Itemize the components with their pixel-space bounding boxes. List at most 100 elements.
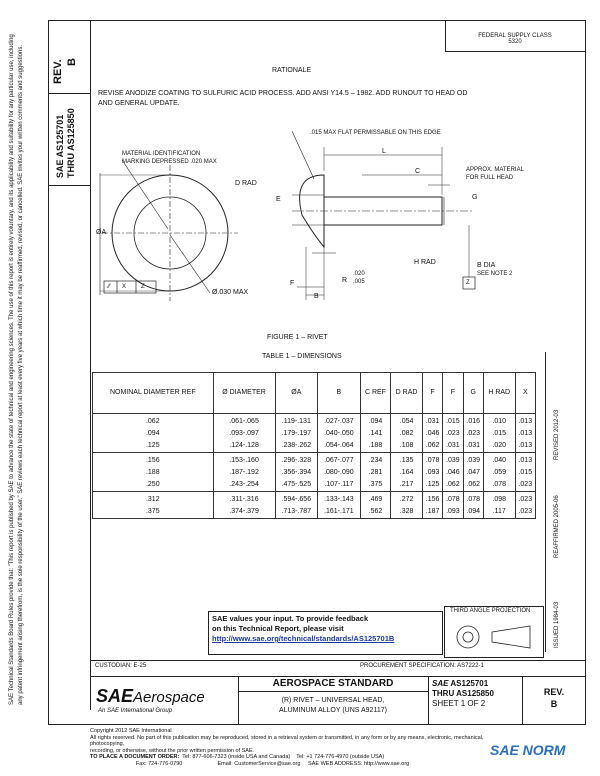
logo-tagline: An SAE International Group <box>98 708 173 714</box>
table-cell: .135 .164 .217 <box>390 452 423 492</box>
feedback-box <box>208 611 443 655</box>
table-cell: .156 .188 .250 <box>92 452 214 492</box>
table-row: .156 .188 .250.153-.160 .187-.192 .243-.… <box>92 452 537 492</box>
left-margin-note: SAE Technical Standards Board Rules prov… <box>9 34 24 705</box>
table-cell: .094 .141 .188 <box>359 413 392 453</box>
table-cell: .013 .015 .023 <box>514 452 537 492</box>
leader-flat <box>291 130 315 180</box>
table-cell: .296-.328 .356-.394 .475-.525 <box>274 452 319 492</box>
leader-material <box>121 159 169 230</box>
revised-date: REVISED 2012-03 <box>554 409 560 460</box>
label-l: L <box>382 148 386 155</box>
rivet-drawing <box>99 130 476 301</box>
label-b: B <box>314 293 319 300</box>
left-column-divider <box>90 20 91 710</box>
table-cell: .062 .094 .125 <box>92 413 214 453</box>
label-h-rad: H RAD <box>414 259 436 266</box>
fcf-symbol: ⁄⁄ <box>108 284 111 290</box>
table-cell: .311-.316 .374-.379 <box>212 491 276 519</box>
title-rev: REV. B <box>543 687 565 709</box>
page-frame <box>48 20 586 725</box>
table-header-cell: B <box>317 372 361 414</box>
table-cell: .010 .015 .020 <box>482 413 516 453</box>
label-dia-030: Ø.030 MAX <box>212 289 249 296</box>
table-cell: .031 .046 .062 <box>421 413 444 453</box>
fcf-x: X <box>122 284 127 290</box>
table-cell: .039 .047 .062 <box>462 452 484 492</box>
label-datum-z: Z <box>466 280 470 286</box>
table-row: .062 .094 .125.061-.065 .093-.097 .124-.… <box>92 413 537 453</box>
table-header-cell: F <box>421 372 444 414</box>
third-angle-box <box>444 606 544 658</box>
feedback-text: SAE values your input. To provide feedba… <box>212 614 395 643</box>
table-header-cell: C REF <box>359 372 392 414</box>
table-cell: .078 .093 .125 <box>421 452 444 492</box>
table-cell: .098 .117 <box>482 491 516 519</box>
right-margin-divider <box>545 352 546 652</box>
table-cell: .015 .023 .031 <box>442 413 464 453</box>
label-f: F <box>290 280 295 287</box>
table-cell: .040 .059 .078 <box>482 452 516 492</box>
table-cell: .469 .562 <box>359 491 392 519</box>
label-e: E <box>276 196 281 203</box>
header-sae-logo: SAE AS125701 <box>55 114 65 178</box>
federal-supply-class: FEDERAL SUPPLY CLASS 5320 <box>478 33 552 45</box>
fcf-z: Z <box>141 284 145 290</box>
table-cell: .054 .082 .108 <box>390 413 423 453</box>
label-g: G <box>472 194 478 201</box>
reaffirmed-date: REAFFIRMED 2005-06 <box>554 495 560 558</box>
table-cell: .039 .046 .062 <box>442 452 464 492</box>
table-cell: .027-.037 .040-.050 .054-.064 <box>317 413 361 453</box>
label-flat: .015 MAX FLAT PERMISSABLE ON THIS EDGE <box>310 130 441 136</box>
table-cell: .234 .281 .375 <box>359 452 392 492</box>
table-cell: .016 .023 .031 <box>462 413 484 453</box>
custodian-divider <box>90 660 586 661</box>
title-block-top <box>90 676 586 677</box>
rivet-head-profile <box>299 174 325 249</box>
table-header-cell: D RAD <box>390 372 423 414</box>
third-angle-symbol <box>456 625 531 649</box>
standard-title: AEROSPACE STANDARD <box>272 678 394 689</box>
label-b-dia: B DIA <box>477 262 496 269</box>
table-cell: .156 .187 <box>421 491 444 519</box>
fcf-box <box>103 280 157 294</box>
federal-supply-box <box>445 20 586 52</box>
table-cell: .078 .094 <box>462 491 484 519</box>
table-header-cell: Ø DIAMETER <box>212 372 276 414</box>
rationale-text: REVISE ANODIZE COATING TO SULFURIC ACID … <box>98 90 468 107</box>
footer-text: Copyright 2012 SAE International All rig… <box>90 728 484 767</box>
table-cell: .119-.131 .179-.197 .238-.262 <box>274 413 319 453</box>
label-r-values: .020.005 <box>353 271 365 285</box>
table-cell: .067-.077 .080-.090 .107-.117 <box>317 452 361 492</box>
leader-030 <box>169 234 211 294</box>
header-rev-label: REV. <box>52 59 64 84</box>
table-cell: .061-.065 .093-.097 .124-.128 <box>212 413 276 453</box>
table-header-cell: X <box>514 372 537 414</box>
label-c: C <box>415 168 421 175</box>
figure-caption: FIGURE 1 – RIVET <box>267 334 328 341</box>
table-header-cell: F <box>442 372 464 414</box>
label-see-note: SEE NOTE 2 <box>477 271 513 277</box>
standard-description: (R) RIVET – UNIVERSAL HEAD, ALUMINUM ALL… <box>279 697 387 714</box>
custodian: CUSTODIAN: E-25 <box>95 663 147 669</box>
rev-divider <box>48 93 90 94</box>
feedback-link[interactable]: http://www.sae.org/technical/standards/A… <box>212 634 395 643</box>
table-cell: .133-.143 .161-.171 <box>317 491 361 519</box>
table-cell: .078 .093 <box>442 491 464 519</box>
header-doc-numbers: THRU AS125850 <box>66 108 76 178</box>
label-d-rad: D RAD <box>235 180 257 187</box>
label-dia-a: ØA <box>96 229 107 236</box>
sae-norm-watermark: SAE NORM <box>490 742 566 758</box>
table-cell: .312 .375 <box>92 491 214 519</box>
third-angle-label: THIRD ANGLE PROJECTION <box>450 608 531 614</box>
sae-aerospace-logo: SAEAerospace <box>96 686 205 706</box>
table-cell: .594-.656 .713-.787 <box>274 491 319 519</box>
table-cell: .153-.160 .187-.192 .243-.254 <box>212 452 276 492</box>
table-header-cell: G <box>462 372 484 414</box>
table-header-cell: NOMINAL DIAMETER REF <box>92 372 214 414</box>
table-cell: .272 .328 <box>390 491 423 519</box>
table-cell: .013 .013 .013 <box>514 413 537 453</box>
